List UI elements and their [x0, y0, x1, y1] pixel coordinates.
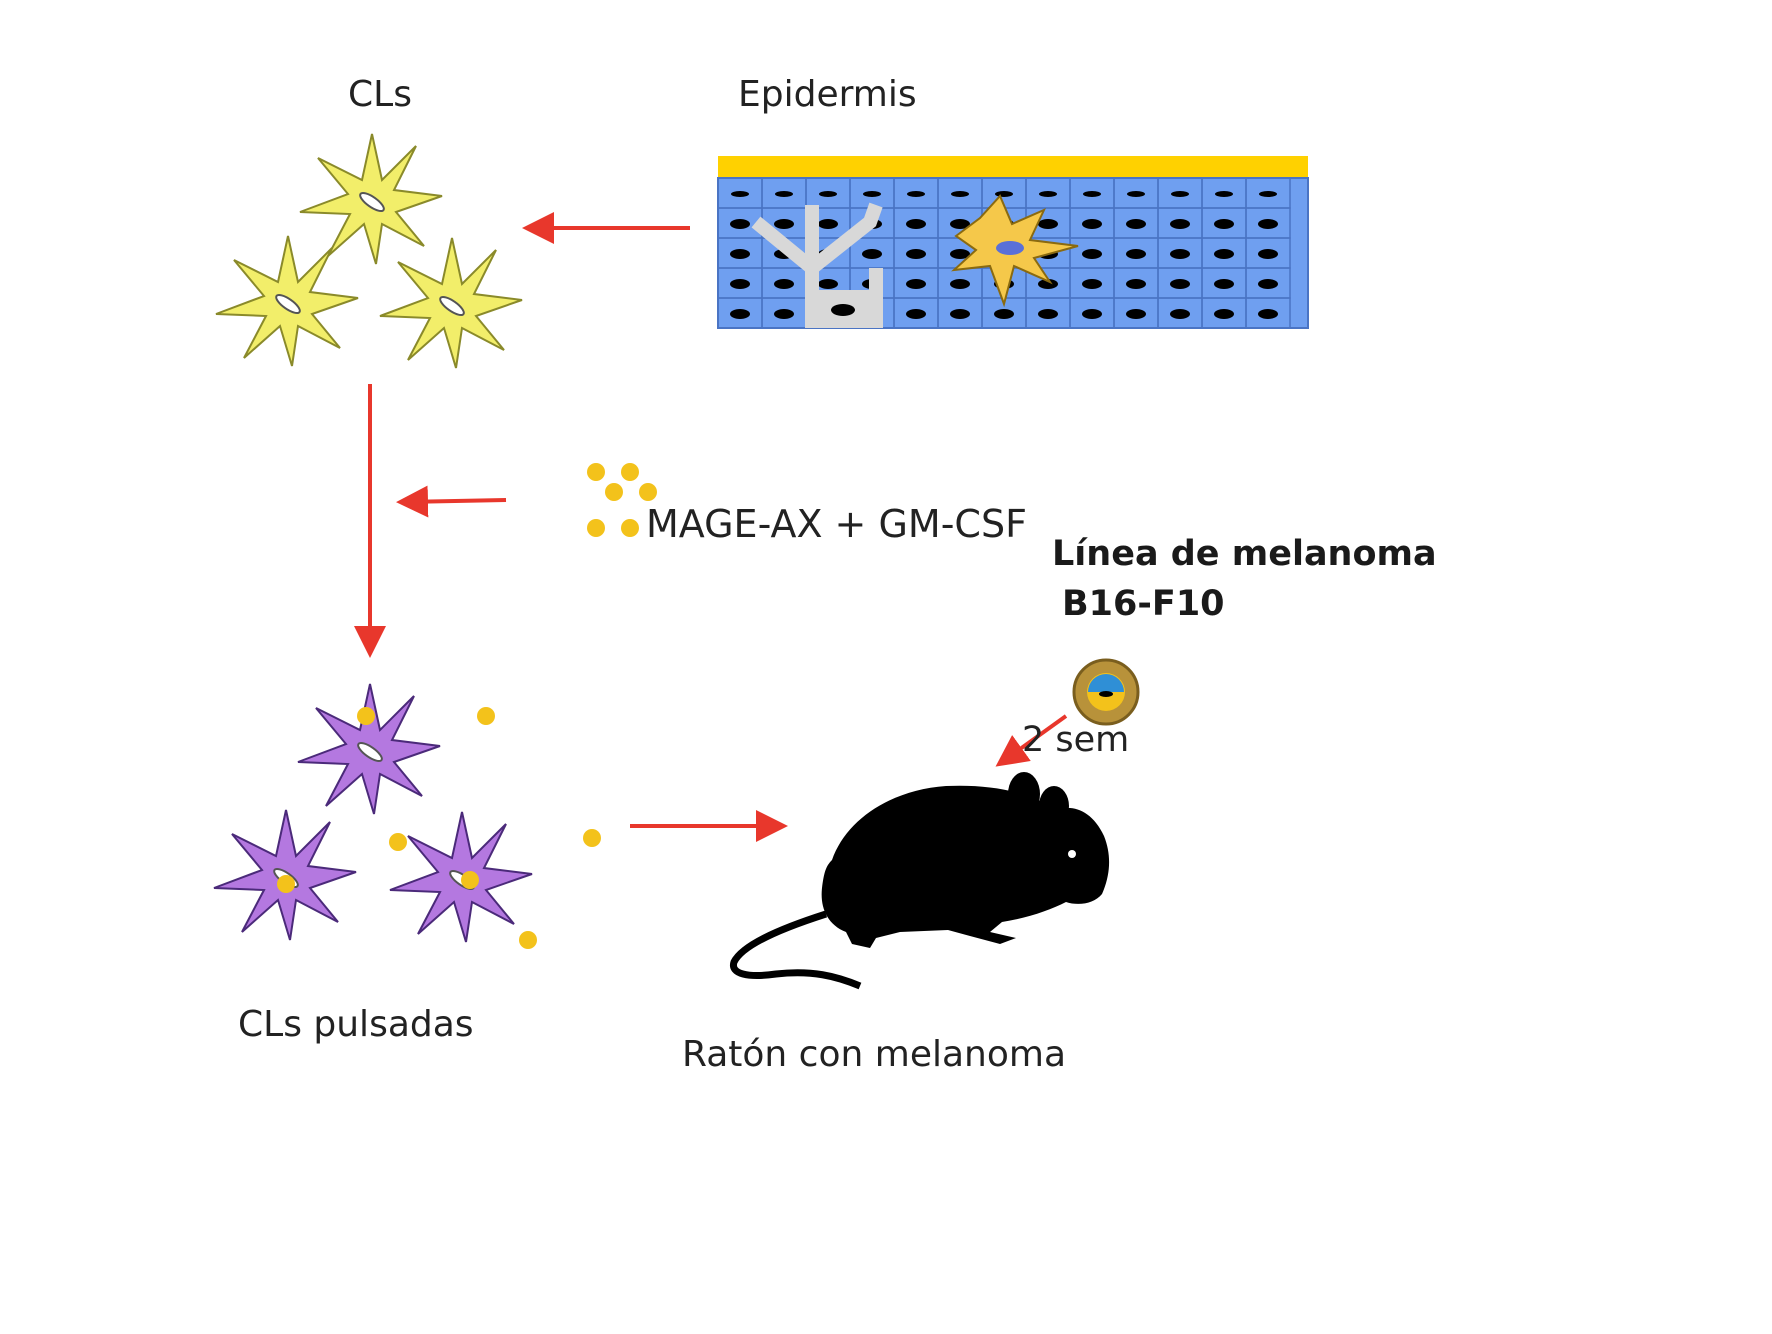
keratinocyte-nucleus — [731, 191, 749, 197]
keratinocyte-nucleus — [818, 279, 838, 289]
keratinocyte-nucleus — [1082, 309, 1102, 319]
melanoma-line-label: Línea de melanoma — [1052, 534, 1437, 574]
keratinocyte-cell — [1245, 297, 1291, 329]
keratinocyte-nucleus — [1214, 279, 1234, 289]
keratinocyte-nucleus — [994, 309, 1014, 319]
antigen-dots — [587, 463, 657, 537]
keratinocyte-nucleus — [1214, 309, 1234, 319]
keratinocyte-nucleus — [1258, 279, 1278, 289]
mouse-label: Ratón con melanoma — [682, 1034, 1067, 1075]
keratinocyte-nucleus — [907, 191, 925, 197]
keratinocyte-nucleus — [1214, 249, 1234, 259]
keratinocyte-nucleus — [1039, 191, 1057, 197]
stratum-corneum — [718, 156, 1308, 178]
keratinocyte-nucleus — [995, 191, 1013, 197]
langerhans-cell-top — [299, 133, 443, 265]
keratinocyte-nucleus — [950, 279, 970, 289]
pulsed-cls-label: CLs pulsadas — [238, 1004, 474, 1045]
pulsed-cell-right — [389, 811, 533, 943]
melanoma-line-code: B16-F10 — [1062, 584, 1225, 624]
keratinocyte-nucleus — [1259, 191, 1277, 197]
epidermis-diagram — [717, 156, 1309, 329]
pulsed-cell-top — [297, 683, 441, 815]
keratinocyte-nucleus — [906, 309, 926, 319]
keratinocyte-nucleus — [1258, 249, 1278, 259]
keratinocyte-nucleus — [906, 279, 926, 289]
keratinocyte-nucleus — [1126, 279, 1146, 289]
epidermis-label: Epidermis — [738, 74, 917, 115]
keratinocyte-nucleus — [775, 191, 793, 197]
keratinocyte-nucleus — [1126, 249, 1146, 259]
langerhans-cells — [215, 133, 523, 369]
keratinocyte-nucleus — [774, 219, 794, 229]
keratinocyte-nucleus — [1038, 309, 1058, 319]
keratinocyte-nucleus — [1126, 219, 1146, 229]
melanocyte-shape — [751, 202, 883, 328]
keratinocyte-nucleus — [1170, 309, 1190, 319]
keratinocyte-nucleus — [1083, 191, 1101, 197]
cls-label: CLs — [348, 74, 412, 115]
keratinocyte-nucleus — [951, 191, 969, 197]
langerhans-cell-right — [379, 237, 523, 369]
keratinocyte-nucleus — [730, 249, 750, 259]
keratinocyte-nucleus — [730, 309, 750, 319]
keratinocyte-nucleus — [1171, 191, 1189, 197]
keratinocyte-nucleus — [1082, 219, 1102, 229]
keratinocyte-nucleus — [906, 219, 926, 229]
keratinocyte-nucleus — [1126, 309, 1146, 319]
keratinocyte-grid — [717, 177, 1291, 329]
melanoma-cell — [1072, 658, 1140, 726]
arrow-antigen-to-cls — [396, 485, 507, 518]
antigen-label: MAGE-AX + GM-CSF — [646, 502, 1027, 546]
keratinocyte-nucleus — [1170, 249, 1190, 259]
keratinocyte-nucleus — [1170, 279, 1190, 289]
keratinocyte-nucleus — [1214, 219, 1234, 229]
keratinocyte-nucleus — [730, 279, 750, 289]
keratinocyte-nucleus — [906, 249, 926, 259]
keratinocyte-nucleus — [1258, 219, 1278, 229]
keratinocyte-nucleus — [1127, 191, 1145, 197]
keratinocyte-nucleus — [1082, 279, 1102, 289]
pulsed-antigen-dots — [277, 707, 601, 949]
keratinocyte-nucleus — [950, 249, 970, 259]
keratinocyte-nucleus — [818, 219, 838, 229]
weeks-label: 2 sem — [1022, 720, 1130, 760]
pulsed-cell-left — [213, 809, 357, 941]
keratinocyte-nucleus — [1170, 219, 1190, 229]
keratinocyte-nucleus — [1038, 279, 1058, 289]
keratinocyte-nucleus — [730, 219, 750, 229]
keratinocyte-nucleus — [862, 249, 882, 259]
keratinocyte-nucleus — [819, 191, 837, 197]
keratinocyte-nucleus — [950, 309, 970, 319]
keratinocyte-nucleus — [774, 309, 794, 319]
keratinocyte-nucleus — [1082, 249, 1102, 259]
mouse-silhouette — [730, 772, 1110, 990]
keratinocyte-nucleus — [863, 191, 881, 197]
arrow-tumor-to-mouse — [995, 714, 1068, 767]
langerhans-cell-left — [215, 235, 359, 367]
keratinocyte-nucleus — [774, 279, 794, 289]
keratinocyte-nucleus — [1258, 309, 1278, 319]
keratinocyte-nucleus — [950, 219, 970, 229]
keratinocyte-nucleus — [1215, 191, 1233, 197]
keratinocyte-nucleus — [1038, 219, 1058, 229]
